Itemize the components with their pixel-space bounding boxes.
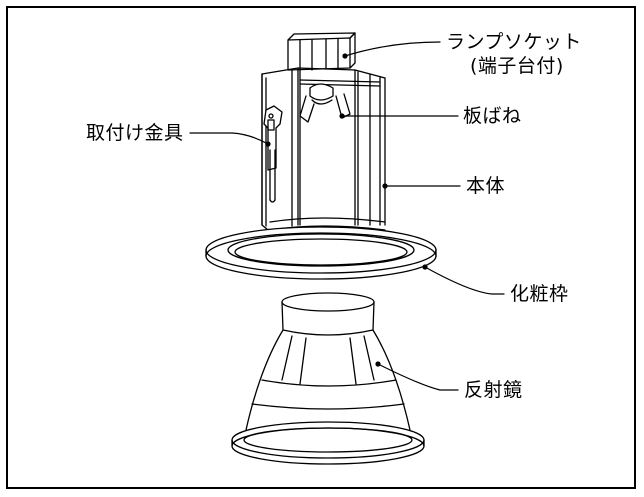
body-housing-illustration: [261, 67, 386, 231]
label-trim-frame: 化粧枠: [510, 283, 569, 305]
mounting-bracket-illustration: [263, 105, 283, 203]
label-reflector: 反射鏡: [464, 379, 523, 401]
label-body: 本体: [466, 175, 506, 197]
trim-frame-illustration: [205, 226, 437, 280]
leader-lines: [189, 41, 505, 391]
reflector-illustration: [231, 292, 425, 465]
label-lamp-socket-terminal: (端子台付): [470, 55, 564, 77]
label-leaf-spring: 板ばね: [463, 105, 522, 127]
label-lamp-socket: ランプソケット: [446, 31, 582, 53]
lamp-socket-illustration: [287, 32, 356, 71]
label-mounting-bracket: 取付け金具: [86, 122, 184, 144]
diagram-frame: [6, 6, 636, 489]
